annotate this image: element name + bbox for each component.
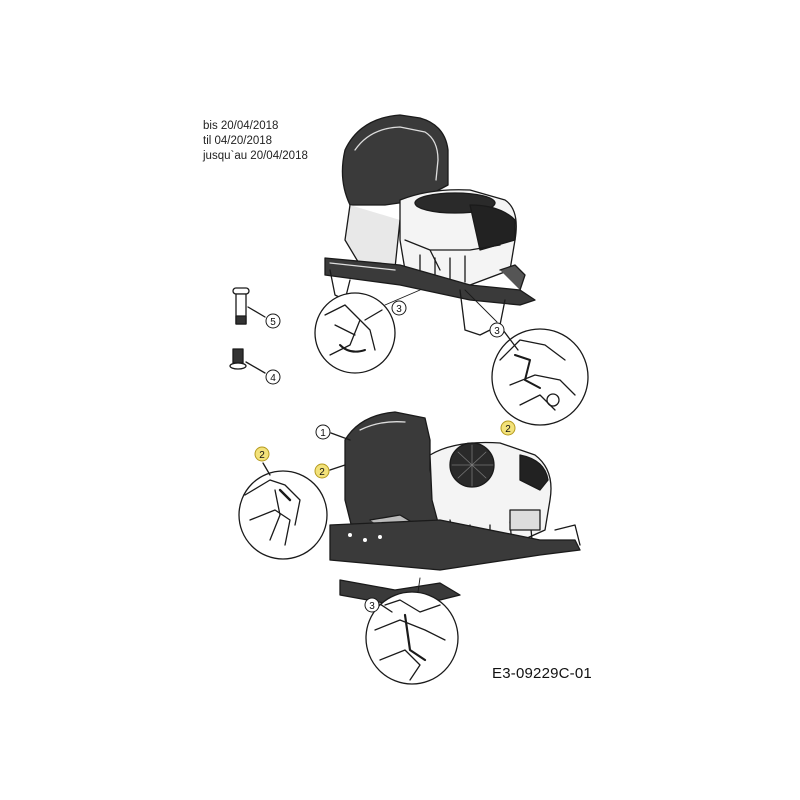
- validity-note-en: til 04/20/2018: [203, 135, 273, 147]
- callout-bottom-2-highlight: 2: [314, 463, 330, 479]
- bolt-long-drawing: [232, 287, 266, 325]
- callout-label: 2: [505, 424, 511, 435]
- top-seat-drawing: [341, 114, 449, 206]
- bottom-tractor-assembly: [329, 411, 581, 606]
- top-detail-left: [314, 292, 396, 374]
- callout-label: 3: [369, 601, 375, 612]
- validity-note-de: bis 20/04/2018: [203, 120, 279, 132]
- callout-top-left-3: 3: [391, 300, 407, 316]
- bottom-detail-bottom: [365, 577, 459, 685]
- callout-bolt-5: 5: [265, 313, 281, 329]
- callout-label: 3: [494, 326, 500, 337]
- callout-label: 2: [259, 450, 265, 461]
- callout-top-right-3: 3: [489, 322, 505, 338]
- drawing-code: E3-09229C-01: [492, 665, 592, 682]
- callout-bottom-detail-3: 3: [364, 597, 380, 613]
- bottom-detail-left: [238, 462, 328, 560]
- top-tractor-assembly: [324, 114, 536, 336]
- callout-bottom-left-2-highlight: 2: [254, 446, 270, 462]
- callout-label: 3: [396, 304, 402, 315]
- callout-top-right-2-highlight: 2: [500, 420, 516, 436]
- bottom-frame-drawing: [329, 519, 581, 571]
- callout-bolt-4: 4: [265, 369, 281, 385]
- validity-note-fr: jusqu`au 20/04/2018: [203, 150, 308, 162]
- bolt-short-drawing: [229, 348, 266, 374]
- top-frame-drawing: [324, 257, 536, 306]
- callout-label: 2: [319, 467, 325, 478]
- validity-note: bis 20/04/2018 til 04/20/2018 jusqu`au 2…: [203, 119, 308, 164]
- callout-label: 1: [320, 428, 326, 439]
- callout-label: 4: [270, 373, 276, 384]
- top-detail-right: [384, 289, 589, 426]
- callout-label: 5: [270, 317, 276, 328]
- callout-bottom-1: 1: [315, 424, 331, 440]
